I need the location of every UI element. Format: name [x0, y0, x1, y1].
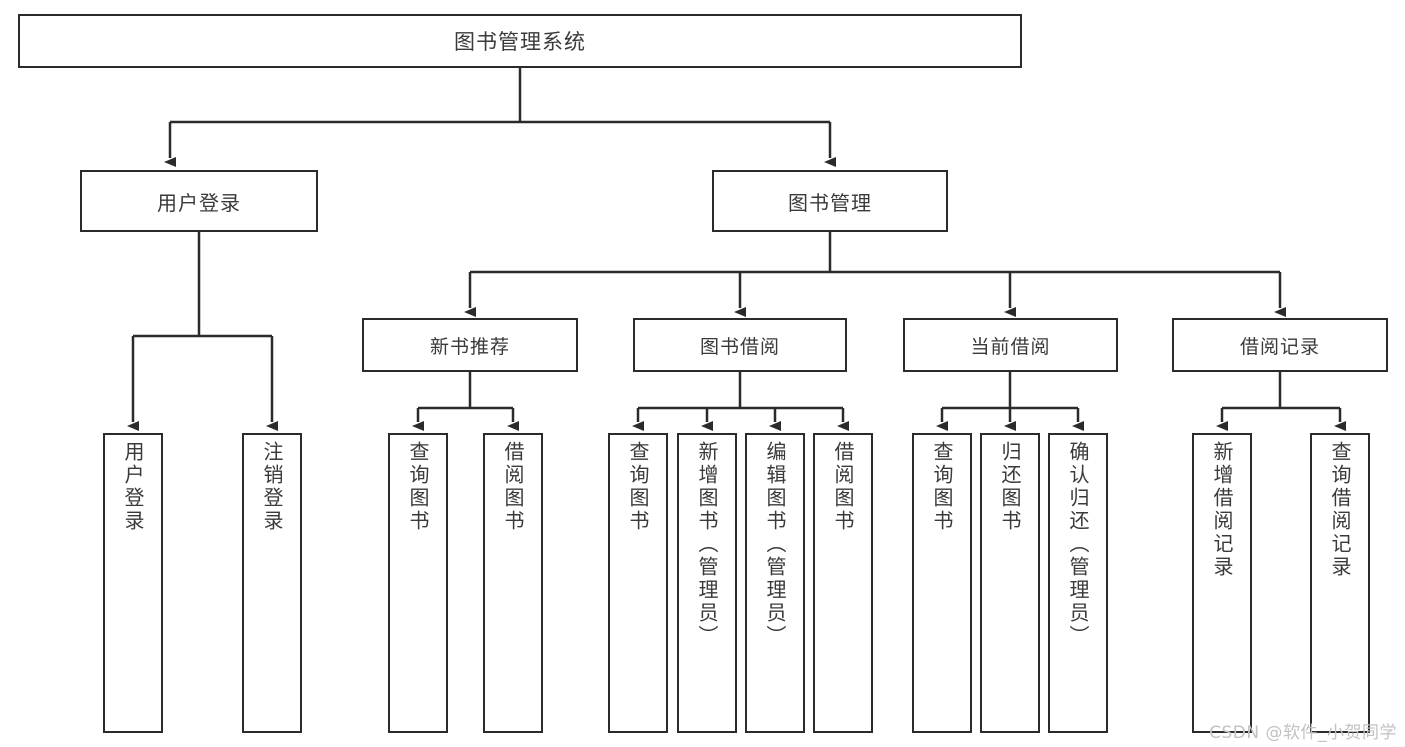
node-root-label: 图书管理系统	[454, 30, 586, 54]
node-leaf-return-book[interactable]: 归还图书	[980, 433, 1040, 733]
node-book-borrow-label: 图书借阅	[699, 335, 780, 358]
node-leaf-add-borrow-record-label: 新增借阅记录	[1210, 441, 1234, 579]
node-leaf-borrow-book-1[interactable]: 借阅图书	[483, 433, 543, 733]
node-root-book-management-system[interactable]: 图书管理系统	[18, 14, 1022, 68]
node-user-login-label: 用户登录	[157, 190, 241, 215]
node-leaf-query-book-2[interactable]: 查询图书	[608, 433, 668, 733]
node-leaf-logout-login-label: 注销登录	[260, 441, 284, 533]
node-leaf-query-borrow-record-label: 查询借阅记录	[1328, 441, 1352, 579]
node-leaf-add-book-label: 新增图书（管理员）	[695, 441, 719, 648]
node-leaf-query-book-3-label: 查询图书	[930, 441, 954, 533]
node-user-login[interactable]: 用户登录	[80, 170, 318, 232]
node-leaf-logout-login[interactable]: 注销登录	[242, 433, 302, 733]
node-borrow-record-label: 借阅记录	[1239, 335, 1320, 358]
node-leaf-user-login-label: 用户登录	[121, 441, 145, 533]
node-leaf-confirm-return-label: 确认归还（管理员）	[1066, 441, 1090, 648]
node-leaf-query-book-3[interactable]: 查询图书	[912, 433, 972, 733]
node-new-book-recommend[interactable]: 新书推荐	[362, 318, 578, 372]
node-leaf-add-borrow-record[interactable]: 新增借阅记录	[1192, 433, 1252, 733]
node-leaf-query-book-2-label: 查询图书	[626, 441, 650, 533]
node-leaf-edit-book[interactable]: 编辑图书（管理员）	[745, 433, 805, 733]
node-book-management[interactable]: 图书管理	[712, 170, 948, 232]
node-leaf-borrow-book-2[interactable]: 借阅图书	[813, 433, 873, 733]
node-leaf-borrow-book-1-label: 借阅图书	[501, 441, 525, 533]
node-book-borrow[interactable]: 图书借阅	[633, 318, 847, 372]
node-new-book-recommend-label: 新书推荐	[429, 335, 510, 358]
node-leaf-user-login[interactable]: 用户登录	[103, 433, 163, 733]
node-leaf-confirm-return[interactable]: 确认归还（管理员）	[1048, 433, 1108, 733]
node-current-borrow[interactable]: 当前借阅	[903, 318, 1118, 372]
node-leaf-query-book-1-label: 查询图书	[406, 441, 430, 533]
node-leaf-query-borrow-record[interactable]: 查询借阅记录	[1310, 433, 1370, 733]
node-leaf-add-book[interactable]: 新增图书（管理员）	[677, 433, 737, 733]
node-leaf-borrow-book-2-label: 借阅图书	[831, 441, 855, 533]
node-book-management-label: 图书管理	[788, 190, 872, 215]
watermark: CSDN @软件_小贺同学	[1209, 723, 1397, 743]
node-borrow-record[interactable]: 借阅记录	[1172, 318, 1388, 372]
node-leaf-edit-book-label: 编辑图书（管理员）	[763, 441, 787, 648]
node-leaf-return-book-label: 归还图书	[998, 441, 1022, 533]
node-leaf-query-book-1[interactable]: 查询图书	[388, 433, 448, 733]
node-current-borrow-label: 当前借阅	[970, 335, 1051, 358]
